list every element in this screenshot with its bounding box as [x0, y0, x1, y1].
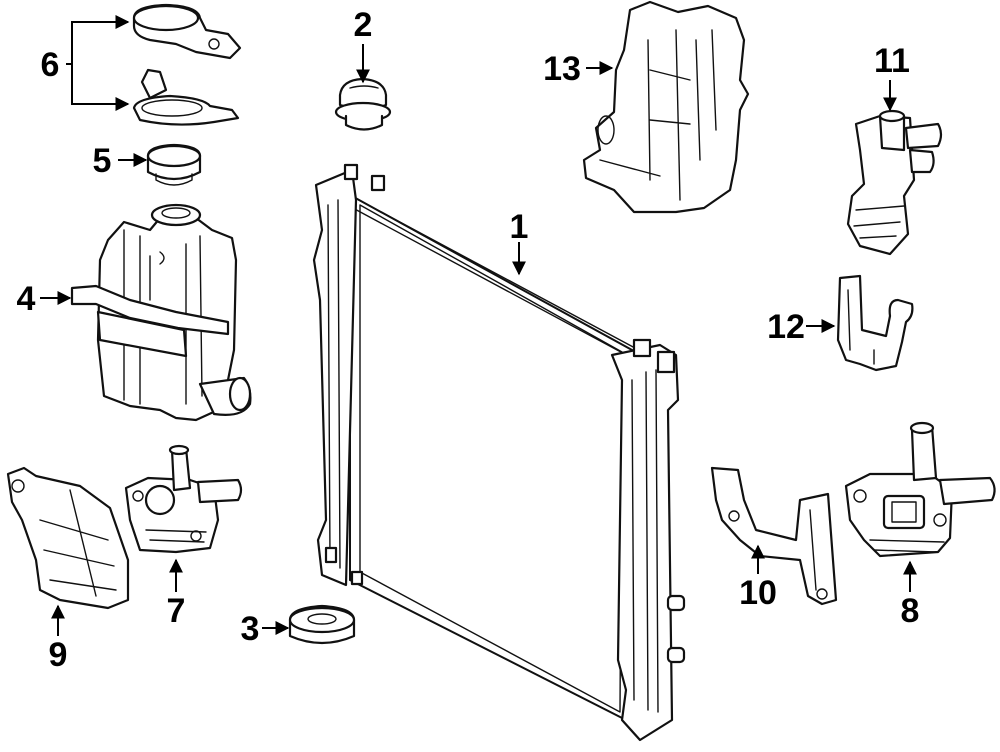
water-valve-part: [846, 109, 943, 256]
callout-2: 2: [354, 6, 373, 44]
electric-water-pump-part: [844, 421, 996, 558]
pump-shield-part: [6, 466, 130, 610]
valve-bracket-part: [836, 274, 914, 372]
callout-13: 13: [543, 50, 581, 88]
radiator-part: [312, 163, 686, 742]
callout-11: 11: [874, 42, 910, 80]
pump-bracket-part: [710, 466, 838, 606]
callout-9: 9: [49, 636, 68, 674]
callout-1: 1: [510, 208, 529, 246]
callout-12: 12: [767, 308, 805, 346]
callout-6: 6: [41, 46, 60, 84]
callout-7: 7: [167, 592, 186, 630]
callout-5: 5: [93, 142, 112, 180]
radiator-mount-bushing-part: [334, 77, 392, 131]
cap-assembly-part: [132, 3, 242, 126]
aux-water-pump-part: [124, 444, 243, 554]
callout-labels: 1 2 3 4 5 6 7 8 9 10 11 12 13: [17, 6, 920, 674]
leader-6a: [66, 15, 130, 65]
air-deflector-part: [582, 0, 750, 214]
radiator-left-tank: [312, 168, 358, 587]
coolant-reservoir-part: [70, 203, 252, 422]
reservoir-cap-part: [146, 143, 202, 186]
leader-lines: [40, 15, 917, 636]
callout-10: 10: [739, 574, 777, 612]
callout-8: 8: [901, 592, 920, 630]
callout-3: 3: [241, 610, 260, 648]
callout-4: 4: [17, 280, 36, 318]
leader-6b: [71, 64, 130, 111]
lower-insulator-part: [288, 604, 356, 645]
